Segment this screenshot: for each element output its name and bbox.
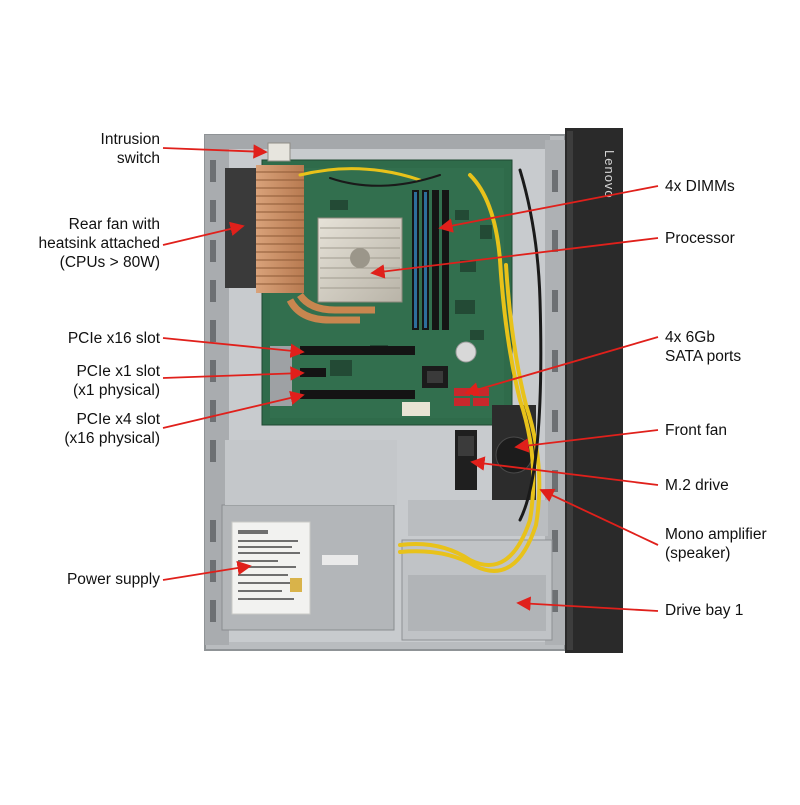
label-line: PCIe x1 slot <box>76 363 160 380</box>
label-line: PCIe x16 slot <box>67 330 160 347</box>
drive-bay <box>401 500 553 641</box>
m2-drive <box>455 430 477 490</box>
label-line: Rear fan with <box>68 216 160 233</box>
label-pcie-x4: PCIe x4 slot (x16 physical) <box>64 410 160 448</box>
processor-cooler <box>317 217 403 303</box>
label-line: Processor <box>665 230 735 247</box>
label-line: Power supply <box>66 571 160 588</box>
label-intrusion-switch: Intrusion switch <box>101 130 160 168</box>
arrow-pcie-x1 <box>162 366 305 381</box>
label-line: PCIe x4 slot <box>76 411 160 428</box>
label-line: Front fan <box>665 422 728 439</box>
label-line: heatsink attached <box>38 235 160 252</box>
label-line: Drive bay 1 <box>665 602 744 619</box>
label-mono-amplifier: Mono amplifier (speaker) <box>665 525 767 563</box>
arrow-intrusion-switch <box>162 144 268 159</box>
label-rear-fan: Rear fan with heatsink attached (CPUs > … <box>38 215 160 272</box>
label-dimms: 4x DIMMs <box>665 177 735 196</box>
label-pcie-x1: PCIe x1 slot (x1 physical) <box>73 362 160 400</box>
dimm-slots <box>412 190 449 330</box>
front-bezel: Lenovo <box>565 128 623 653</box>
label-front-fan: Front fan <box>665 421 727 440</box>
label-line: (x1 physical) <box>73 382 160 399</box>
arrow-pcie-x16 <box>162 337 305 358</box>
label-line: (speaker) <box>665 545 731 562</box>
label-line: 4x DIMMs <box>665 178 735 195</box>
arrow-m2 <box>470 456 659 486</box>
arrow-rear-fan <box>162 221 245 246</box>
arrow-drive-bay <box>516 596 659 612</box>
brand-logo: Lenovo <box>602 150 617 199</box>
label-line: SATA ports <box>665 348 742 365</box>
label-processor: Processor <box>665 229 735 248</box>
arrow-pcie-x4 <box>162 390 305 429</box>
arrow-power-supply <box>162 560 252 581</box>
arrow-dimms <box>438 185 659 233</box>
label-line: (x16 physical) <box>64 430 160 447</box>
label-line: Intrusion <box>100 131 160 148</box>
intrusion-switch <box>267 142 291 162</box>
arrow-front-fan <box>514 429 659 453</box>
rear-fan-heatsink <box>225 165 375 324</box>
pcie-slots <box>270 346 415 406</box>
label-line: M.2 drive <box>665 477 729 494</box>
label-drive-bay: Drive bay 1 <box>665 601 743 620</box>
arrow-amplifier <box>539 488 659 546</box>
label-pcie-x16: PCIe x16 slot <box>68 329 160 348</box>
arrow-processor <box>370 237 659 279</box>
cables <box>298 167 543 573</box>
callout-arrows <box>162 144 659 612</box>
label-sata-ports: 4x 6Gb SATA ports <box>665 328 741 366</box>
arrow-sata <box>464 336 659 397</box>
power-supply-unit <box>221 440 397 631</box>
sata-ports <box>454 388 489 406</box>
label-line: Mono amplifier <box>665 526 767 543</box>
label-line: 4x 6Gb <box>665 329 715 346</box>
label-line: (CPUs > 80W) <box>59 254 160 271</box>
label-m2-drive: M.2 drive <box>665 476 729 495</box>
label-power-supply: Power supply <box>67 570 160 589</box>
label-line: switch <box>116 150 160 167</box>
